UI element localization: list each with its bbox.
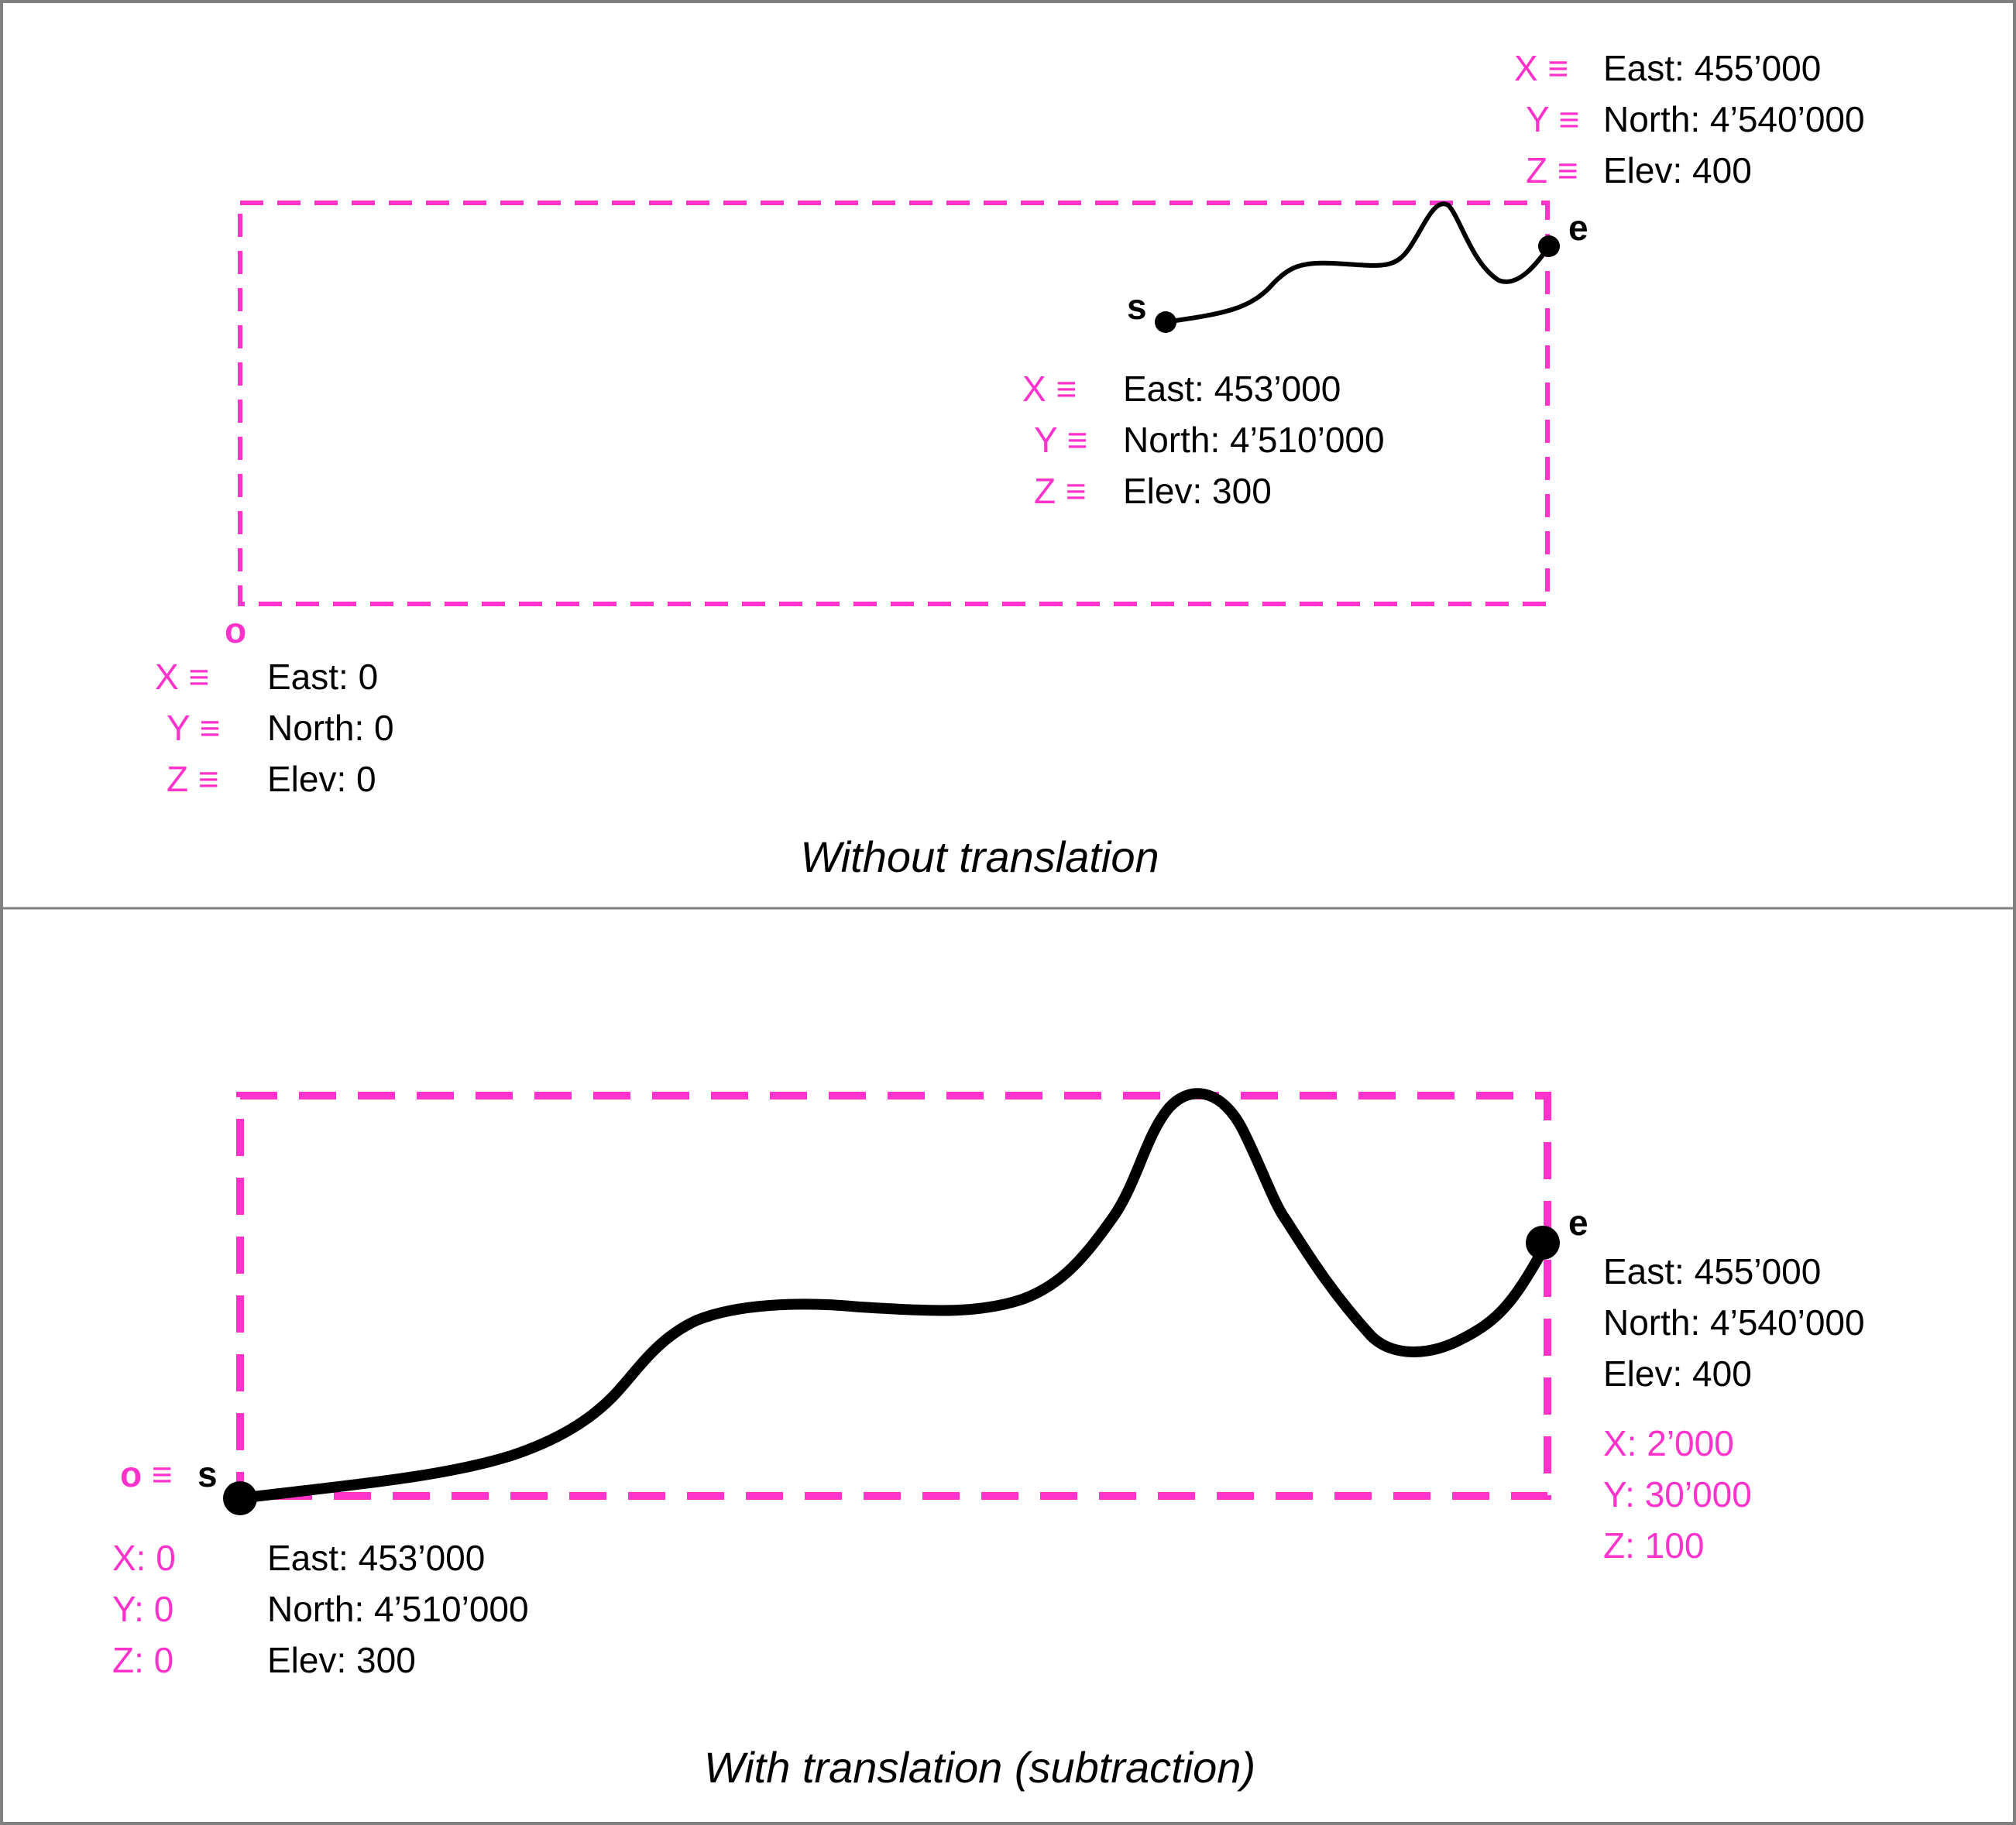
top-origin-coords: X ≡ Y ≡ Z ≡ East: 0 North: 0 Elev: 0: [155, 657, 394, 799]
bottom-end-x: X: 2’000: [1603, 1423, 1734, 1463]
bottom-end-point: [1526, 1226, 1560, 1260]
bottom-start-x: X: 0: [112, 1538, 176, 1578]
bottom-end-z: Z: 100: [1603, 1525, 1704, 1566]
top-start-east: East: 453’000: [1123, 369, 1341, 409]
bottom-origin-label: o ≡: [120, 1454, 173, 1494]
top-end-north: North: 4’540’000: [1603, 99, 1865, 139]
bottom-start-y: Y: 0: [112, 1589, 173, 1629]
top-origin-east: East: 0: [267, 657, 378, 697]
bottom-start-coords: X: 0 Y: 0 Z: 0 East: 453’000 North: 4’51…: [112, 1538, 529, 1680]
bottom-start-north: North: 4’510’000: [267, 1589, 529, 1629]
top-start-z-label: Z ≡: [1034, 471, 1087, 511]
top-end-point: [1538, 235, 1560, 257]
bottom-end-y: Y: 30’000: [1603, 1474, 1752, 1515]
top-origin-y-label: Y ≡: [167, 708, 220, 748]
top-start-elev: Elev: 300: [1123, 471, 1272, 511]
top-origin-label: o: [225, 610, 246, 650]
bottom-end-east: East: 455’000: [1603, 1251, 1821, 1292]
bottom-trajectory: [235, 1088, 1547, 1504]
top-origin-x-label: X ≡: [155, 657, 209, 697]
top-origin-north: North: 0: [267, 708, 394, 748]
top-trajectory: [1163, 201, 1551, 324]
top-panel: s e o X ≡ Y ≡ Z ≡ East: 0 North: 0 Elev:…: [155, 48, 1865, 881]
bottom-end-coords: East: 455’000 North: 4’540’000 Elev: 400…: [1603, 1251, 1865, 1566]
bottom-caption: With translation (subtraction): [704, 1743, 1255, 1792]
top-start-y-label: Y ≡: [1034, 420, 1087, 460]
top-end-x-label: X ≡: [1514, 48, 1568, 88]
top-end-z-label: Z ≡: [1526, 150, 1578, 190]
bottom-start-east: East: 453’000: [267, 1538, 485, 1578]
top-end-label: e: [1568, 208, 1588, 248]
bottom-end-north: North: 4’540’000: [1603, 1302, 1865, 1343]
top-origin-elev: Elev: 0: [267, 759, 376, 799]
top-end-y-label: Y ≡: [1526, 99, 1579, 139]
bottom-start-label: s: [197, 1454, 218, 1494]
top-start-point: [1155, 311, 1176, 333]
top-bounding-box: [238, 201, 1550, 606]
top-end-coords: X ≡ Y ≡ Z ≡ East: 455’000 North: 4’540’0…: [1514, 48, 1865, 190]
bottom-bounding-box: [236, 1092, 1551, 1500]
bottom-end-label: e: [1568, 1202, 1588, 1243]
top-start-label: s: [1127, 286, 1147, 327]
top-start-north: North: 4’510’000: [1123, 420, 1385, 460]
top-end-east: East: 455’000: [1603, 48, 1821, 88]
top-caption: Without translation: [800, 832, 1159, 881]
bottom-panel: o ≡ s e X: 0 Y: 0 Z: 0 East: 453’000 Nor…: [112, 1088, 1865, 1792]
bottom-end-elev: Elev: 400: [1603, 1353, 1752, 1394]
top-start-coords: X ≡ Y ≡ Z ≡ East: 453’000 North: 4’510’0…: [1022, 369, 1385, 511]
top-end-elev: Elev: 400: [1603, 150, 1752, 190]
top-start-x-label: X ≡: [1022, 369, 1077, 409]
bottom-start-point: [223, 1481, 257, 1515]
top-origin-z-label: Z ≡: [167, 759, 219, 799]
bottom-start-elev: Elev: 300: [267, 1640, 416, 1680]
bottom-start-z: Z: 0: [112, 1640, 173, 1680]
